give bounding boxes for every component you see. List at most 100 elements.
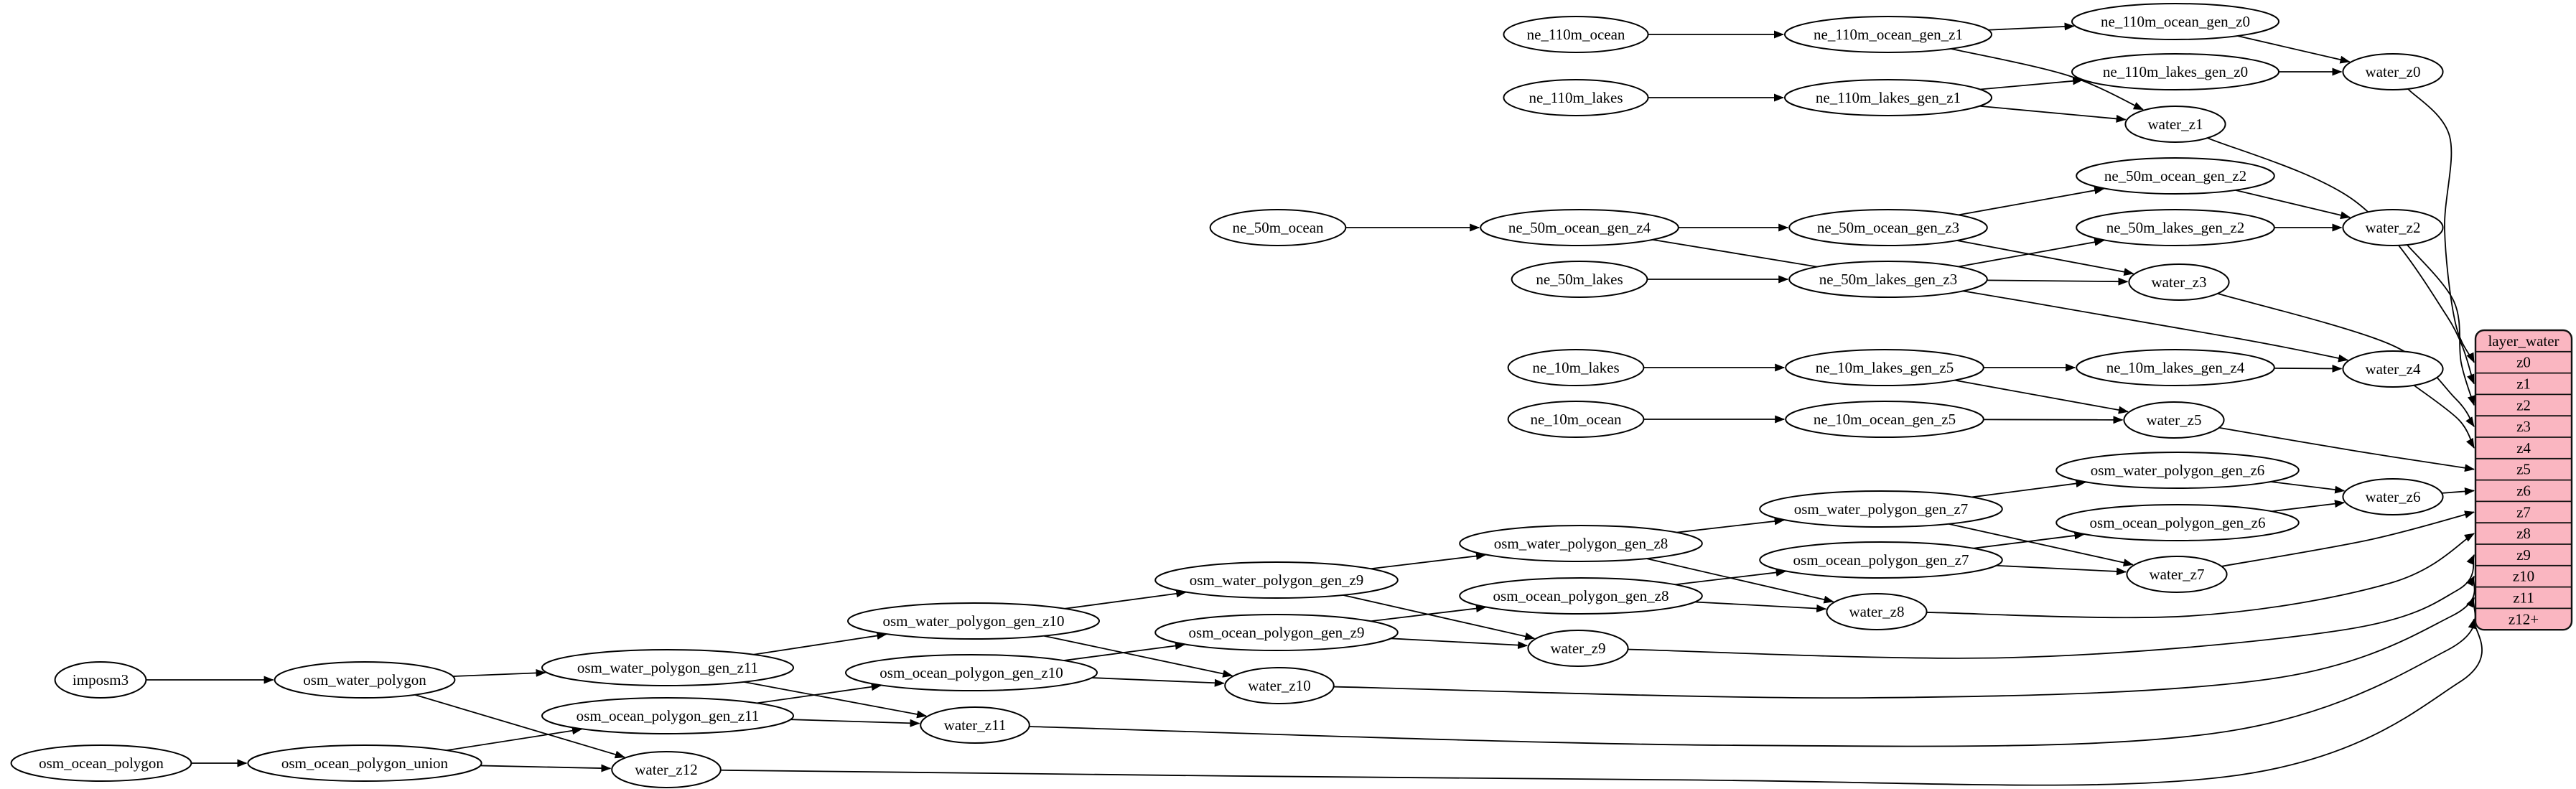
table-row-label-z0: z0	[2516, 354, 2531, 371]
node-ne_50m_ocean_gen_z2: ne_50m_ocean_gen_z2	[2076, 157, 2275, 195]
node-label-ne_50m_lakes_gen_z2: ne_50m_lakes_gen_z2	[2106, 219, 2244, 236]
node-label-osm_ocean_polygon_gen_z6: osm_ocean_polygon_gen_z6	[2090, 514, 2266, 531]
edge-ne_50m_ocean_gen_z2-to-water_z2	[2235, 189, 2351, 220]
edge-osm_water_polygon-to-water_z12	[414, 694, 625, 759]
node-label-water_z11: water_z11	[944, 716, 1007, 734]
node-label-osm_water_polygon_gen_z6: osm_water_polygon_gen_z6	[2091, 462, 2265, 479]
node-osm_water_polygon_gen_z8: osm_water_polygon_gen_z8	[1459, 525, 1703, 562]
node-label-osm_ocean_polygon: osm_ocean_polygon	[39, 755, 164, 772]
node-osm_ocean_polygon_gen_z9: osm_ocean_polygon_gen_z9	[1154, 614, 1399, 651]
node-ellipse-osm_water_polygon_gen_z10	[847, 602, 1100, 640]
node-ellipse-ne_10m_lakes_gen_z5	[1785, 349, 1984, 386]
node-label-water_z6: water_z6	[2366, 488, 2421, 505]
node-water_z4: water_z4	[2342, 350, 2444, 388]
edge-ne_10m_lakes_gen_z4-to-water_z4	[2274, 364, 2343, 373]
node-label-osm_water_polygon: osm_water_polygon	[303, 671, 426, 688]
node-label-ne_10m_ocean: ne_10m_ocean	[1530, 411, 1622, 428]
layer-water-table: layer_waterz0z1z2z3z4z5z6z7z8z9z10z11z12…	[2474, 329, 2573, 631]
node-ne_110m_ocean_gen_z0: ne_110m_ocean_gen_z0	[2071, 3, 2279, 40]
node-label-ne_110m_lakes: ne_110m_lakes	[1529, 89, 1623, 106]
edge-osm_ocean_polygon_gen_z9-to-osm_ocean_polygon_gen_z8	[1370, 604, 1486, 622]
node-water_z10: water_z10	[1224, 667, 1335, 704]
node-imposm3: imposm3	[54, 661, 147, 699]
node-ne_50m_lakes: ne_50m_lakes	[1511, 261, 1648, 298]
node-water_z8: water_z8	[1826, 593, 1928, 630]
node-label-water_z8: water_z8	[1849, 603, 1905, 620]
table-row-label-z2: z2	[2516, 396, 2531, 414]
edge-osm_water_polygon_gen_z7-to-water_z7	[1948, 523, 2134, 567]
edge-ne_50m_ocean_gen_z4-to-water_z4	[1652, 238, 2349, 363]
node-ellipse-ne_50m_ocean	[1209, 209, 1347, 246]
node-label-imposm3: imposm3	[73, 671, 129, 688]
edge-osm_ocean_polygon_gen_z9-to-water_z9	[1391, 638, 1529, 650]
edge-osm_ocean_polygon_union-to-osm_ocean_polygon_gen_z11	[446, 727, 582, 752]
node-label-ne_50m_ocean_gen_z3: ne_50m_ocean_gen_z3	[1817, 219, 1959, 236]
edge-water_z4-to-layer_water-z4	[2413, 384, 2475, 449]
edge-osm_water_polygon_gen_z9-to-water_z9	[1343, 594, 1536, 640]
node-ne_110m_ocean_gen_z1: ne_110m_ocean_gen_z1	[1784, 16, 1992, 53]
node-ne_50m_ocean: ne_50m_ocean	[1209, 209, 1347, 246]
node-ne_50m_ocean_gen_z3: ne_50m_ocean_gen_z3	[1788, 209, 1988, 246]
node-osm_water_polygon_gen_z6: osm_water_polygon_gen_z6	[2055, 452, 2300, 489]
node-ne_50m_ocean_gen_z4: ne_50m_ocean_gen_z4	[1480, 209, 1679, 246]
node-ne_110m_lakes_gen_z0: ne_110m_lakes_gen_z0	[2071, 53, 2279, 90]
node-ne_110m_lakes: ne_110m_lakes	[1503, 79, 1649, 116]
node-ne_110m_lakes_gen_z1: ne_110m_lakes_gen_z1	[1784, 79, 1992, 116]
node-ne_110m_ocean: ne_110m_ocean	[1503, 16, 1649, 53]
node-label-water_z1: water_z1	[2148, 116, 2203, 133]
edge-water_z0-to-layer_water-z0	[2407, 88, 2475, 363]
edge-water_z9-to-layer_water-z9	[1628, 554, 2475, 659]
node-ellipse-water_z12	[611, 751, 722, 788]
node-label-water_z9: water_z9	[1551, 640, 1606, 657]
edge-osm_ocean_polygon_gen_z11-to-water_z11	[790, 719, 920, 727]
node-osm_ocean_polygon_gen_z11: osm_ocean_polygon_gen_z11	[541, 697, 794, 734]
node-osm_water_polygon_gen_z7: osm_water_polygon_gen_z7	[1759, 490, 2003, 528]
node-ellipse-water_z1	[2124, 106, 2226, 143]
node-ellipse-water_z5	[2123, 401, 2225, 439]
node-ellipse-ne_110m_lakes_gen_z0	[2071, 53, 2279, 90]
node-ellipse-osm_ocean_polygon_gen_z9	[1154, 614, 1399, 651]
node-ellipse-osm_ocean_polygon_gen_z11	[541, 697, 794, 734]
node-ellipse-osm_ocean_polygon_gen_z10	[845, 654, 1098, 691]
node-label-osm_ocean_polygon_gen_z7: osm_ocean_polygon_gen_z7	[1793, 551, 1969, 569]
node-ellipse-water_z6	[2342, 478, 2444, 515]
node-ne_10m_lakes_gen_z5: ne_10m_lakes_gen_z5	[1785, 349, 1984, 386]
node-label-osm_water_polygon_gen_z10: osm_water_polygon_gen_z10	[882, 612, 1064, 630]
node-label-osm_ocean_polygon_union: osm_ocean_polygon_union	[281, 755, 449, 772]
table-row-label-z5: z5	[2516, 461, 2531, 478]
edge-osm_ocean_polygon_gen_z11-to-osm_ocean_polygon_gen_z10	[757, 683, 882, 704]
node-label-water_z10: water_z10	[1248, 677, 1310, 694]
node-label-water_z12: water_z12	[635, 761, 697, 778]
table-row-label-z3: z3	[2516, 418, 2531, 435]
node-water_z9: water_z9	[1527, 630, 1629, 667]
node-ellipse-ne_10m_ocean	[1507, 401, 1645, 438]
table-row-label-z12+: z12+	[2509, 610, 2539, 627]
node-ne_50m_lakes_gen_z2: ne_50m_lakes_gen_z2	[2076, 209, 2275, 246]
edge-osm_water_polygon_gen_z10-to-water_z10	[1043, 635, 1233, 678]
node-ne_10m_lakes_gen_z4: ne_10m_lakes_gen_z4	[2076, 349, 2275, 386]
node-label-ne_110m_ocean: ne_110m_ocean	[1527, 26, 1625, 43]
node-label-ne_110m_lakes_gen_z0: ne_110m_lakes_gen_z0	[2103, 63, 2248, 80]
node-label-ne_10m_lakes_gen_z4: ne_10m_lakes_gen_z4	[2106, 359, 2245, 376]
node-osm_water_polygon_gen_z11: osm_water_polygon_gen_z11	[541, 649, 794, 686]
node-ellipse-osm_water_polygon	[274, 661, 456, 699]
node-label-ne_110m_ocean_gen_z0: ne_110m_ocean_gen_z0	[2101, 13, 2250, 30]
node-ellipse-ne_50m_ocean_gen_z3	[1788, 209, 1988, 246]
node-ellipse-water_z3	[2128, 263, 2230, 301]
node-label-ne_10m_lakes_gen_z5: ne_10m_lakes_gen_z5	[1816, 359, 1954, 376]
node-osm_water_polygon_gen_z10: osm_water_polygon_gen_z10	[847, 602, 1100, 640]
edge-osm_water_polygon_gen_z10-to-osm_water_polygon_gen_z9	[1065, 589, 1187, 610]
edge-osm_ocean_polygon_gen_z10-to-water_z10	[1091, 677, 1225, 687]
edge-osm_ocean_polygon_gen_z8-to-osm_ocean_polygon_gen_z7	[1675, 569, 1786, 586]
edge-osm_ocean_polygon_union-to-water_z12	[480, 764, 612, 772]
node-ellipse-water_z0	[2342, 53, 2444, 90]
edge-osm_water_polygon_gen_z8-to-osm_water_polygon_gen_z7	[1676, 517, 1785, 533]
node-ellipse-osm_water_polygon_gen_z8	[1459, 525, 1703, 562]
node-ellipse-ne_110m_lakes	[1503, 79, 1649, 116]
node-label-osm_ocean_polygon_gen_z10: osm_ocean_polygon_gen_z10	[879, 664, 1063, 681]
table-row-label-z10: z10	[2513, 568, 2534, 585]
node-ellipse-osm_water_polygon_gen_z9	[1154, 561, 1399, 599]
edge-water_z2-to-layer_water-z2	[2407, 244, 2475, 406]
